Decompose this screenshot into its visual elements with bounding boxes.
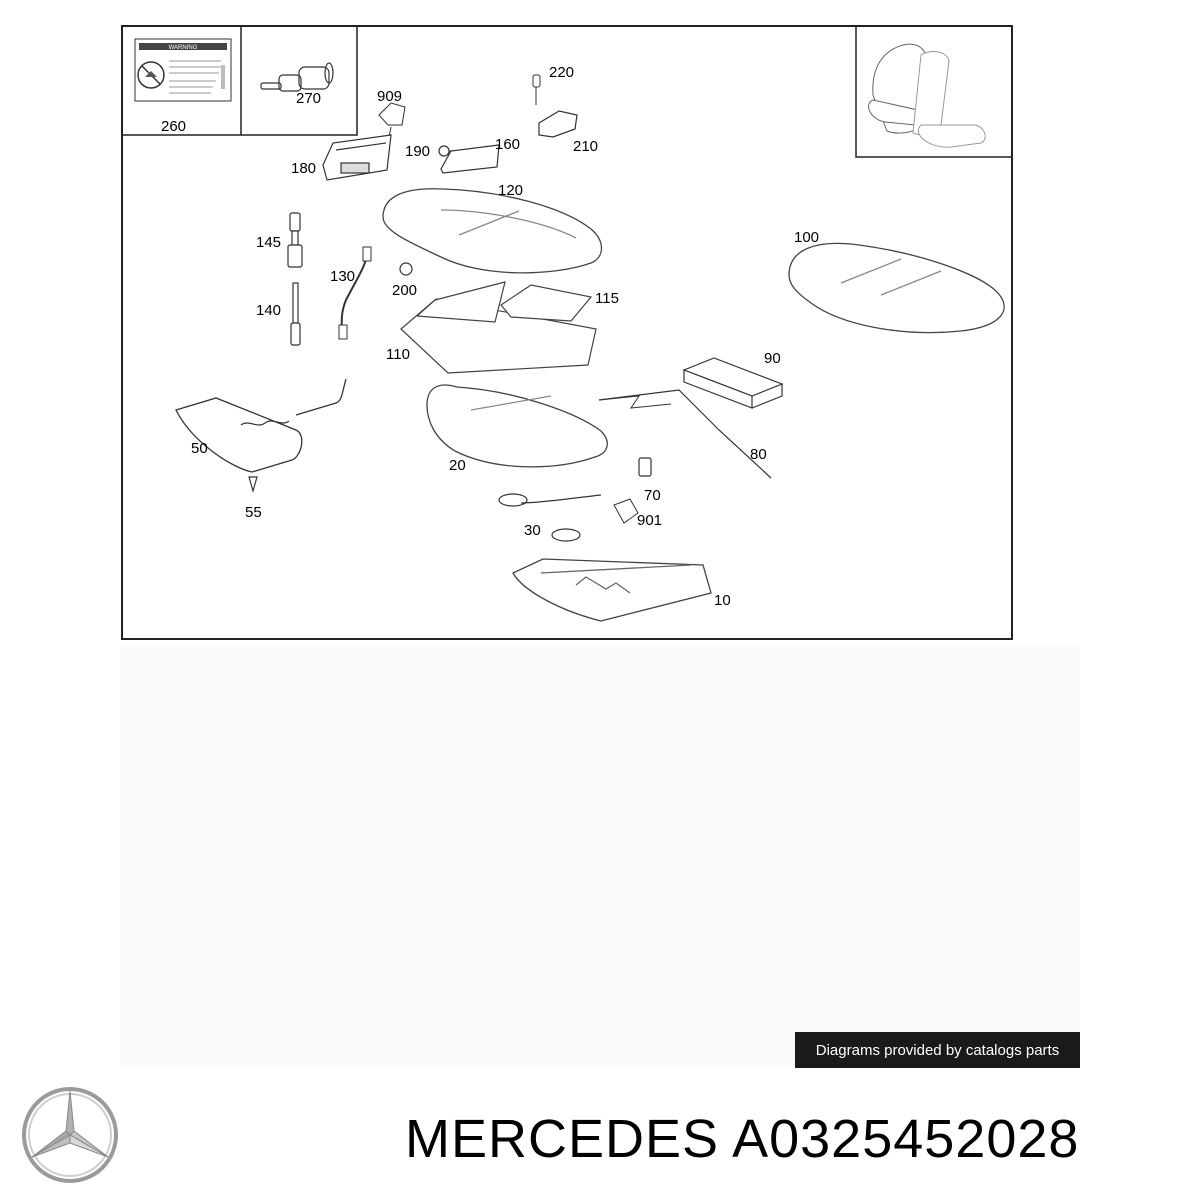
callout-270: 270 xyxy=(296,90,321,107)
callout-50: 50 xyxy=(191,440,208,457)
callout-140: 140 xyxy=(256,302,281,319)
callout-190: 190 xyxy=(405,143,430,160)
part-number: A0325452028 xyxy=(732,1109,1080,1169)
credit-banner: Diagrams provided by catalogs parts xyxy=(795,1032,1080,1068)
callout-909: 909 xyxy=(377,88,402,105)
clip-200-icon xyxy=(399,262,413,276)
inset-box-left xyxy=(122,26,358,136)
cushion-120-icon xyxy=(382,188,603,274)
callout-55: 55 xyxy=(245,504,262,521)
pin-220-icon xyxy=(532,74,541,105)
parts-diagram: WARNING xyxy=(121,25,1013,640)
screw-55-icon xyxy=(248,476,258,494)
callout-160: 160 xyxy=(495,136,520,153)
block-90-icon xyxy=(682,357,784,409)
control-panel-180-icon xyxy=(322,134,392,181)
rod-140-icon xyxy=(290,282,301,346)
bracket-160-icon xyxy=(440,144,500,174)
warning-label-icon: WARNING xyxy=(134,38,232,102)
part-title: MERCEDES A0325452028 xyxy=(405,1108,1079,1170)
callout-130: 130 xyxy=(330,268,355,285)
connector-270-icon xyxy=(260,62,334,92)
callout-145: 145 xyxy=(256,234,281,251)
mat-115-icon xyxy=(500,284,593,322)
brand-name: MERCEDES xyxy=(405,1109,720,1169)
callout-901: 901 xyxy=(637,512,662,529)
bracket-210-icon xyxy=(538,110,578,138)
seat-thumbnail-icon xyxy=(868,43,986,148)
callout-30: 30 xyxy=(524,522,541,539)
callout-210: 210 xyxy=(573,138,598,155)
callout-120: 120 xyxy=(498,182,523,199)
callout-200: 200 xyxy=(392,282,417,299)
tag-909-icon xyxy=(378,102,406,126)
inset-box-right xyxy=(855,26,1013,158)
warning-label-heading: WARNING xyxy=(169,45,198,51)
trim-50-icon xyxy=(175,378,347,473)
callout-180: 180 xyxy=(291,160,316,177)
clip-70-icon xyxy=(638,457,652,477)
callout-260: 260 xyxy=(161,118,186,135)
mercedes-star-icon xyxy=(22,1087,118,1183)
sensor-30-icon xyxy=(498,493,602,542)
rod-145-icon xyxy=(287,212,303,268)
callout-10: 10 xyxy=(714,592,731,609)
callout-100: 100 xyxy=(794,229,819,246)
mat-sheet-icon xyxy=(415,281,506,323)
seat-cushion-20-icon xyxy=(426,384,608,468)
seat-cover-100-icon xyxy=(788,242,1005,334)
callout-220: 220 xyxy=(549,64,574,81)
callout-115: 115 xyxy=(595,290,619,307)
blank-area xyxy=(120,645,1080,1065)
cable-80-icon xyxy=(598,389,772,479)
callout-20: 20 xyxy=(449,457,466,474)
callout-90: 90 xyxy=(764,350,781,367)
callout-110: 110 xyxy=(386,346,410,363)
callout-70: 70 xyxy=(644,487,661,504)
tag-901-icon xyxy=(613,498,639,524)
callout-80: 80 xyxy=(750,446,767,463)
seat-frame-10-icon xyxy=(512,558,712,622)
